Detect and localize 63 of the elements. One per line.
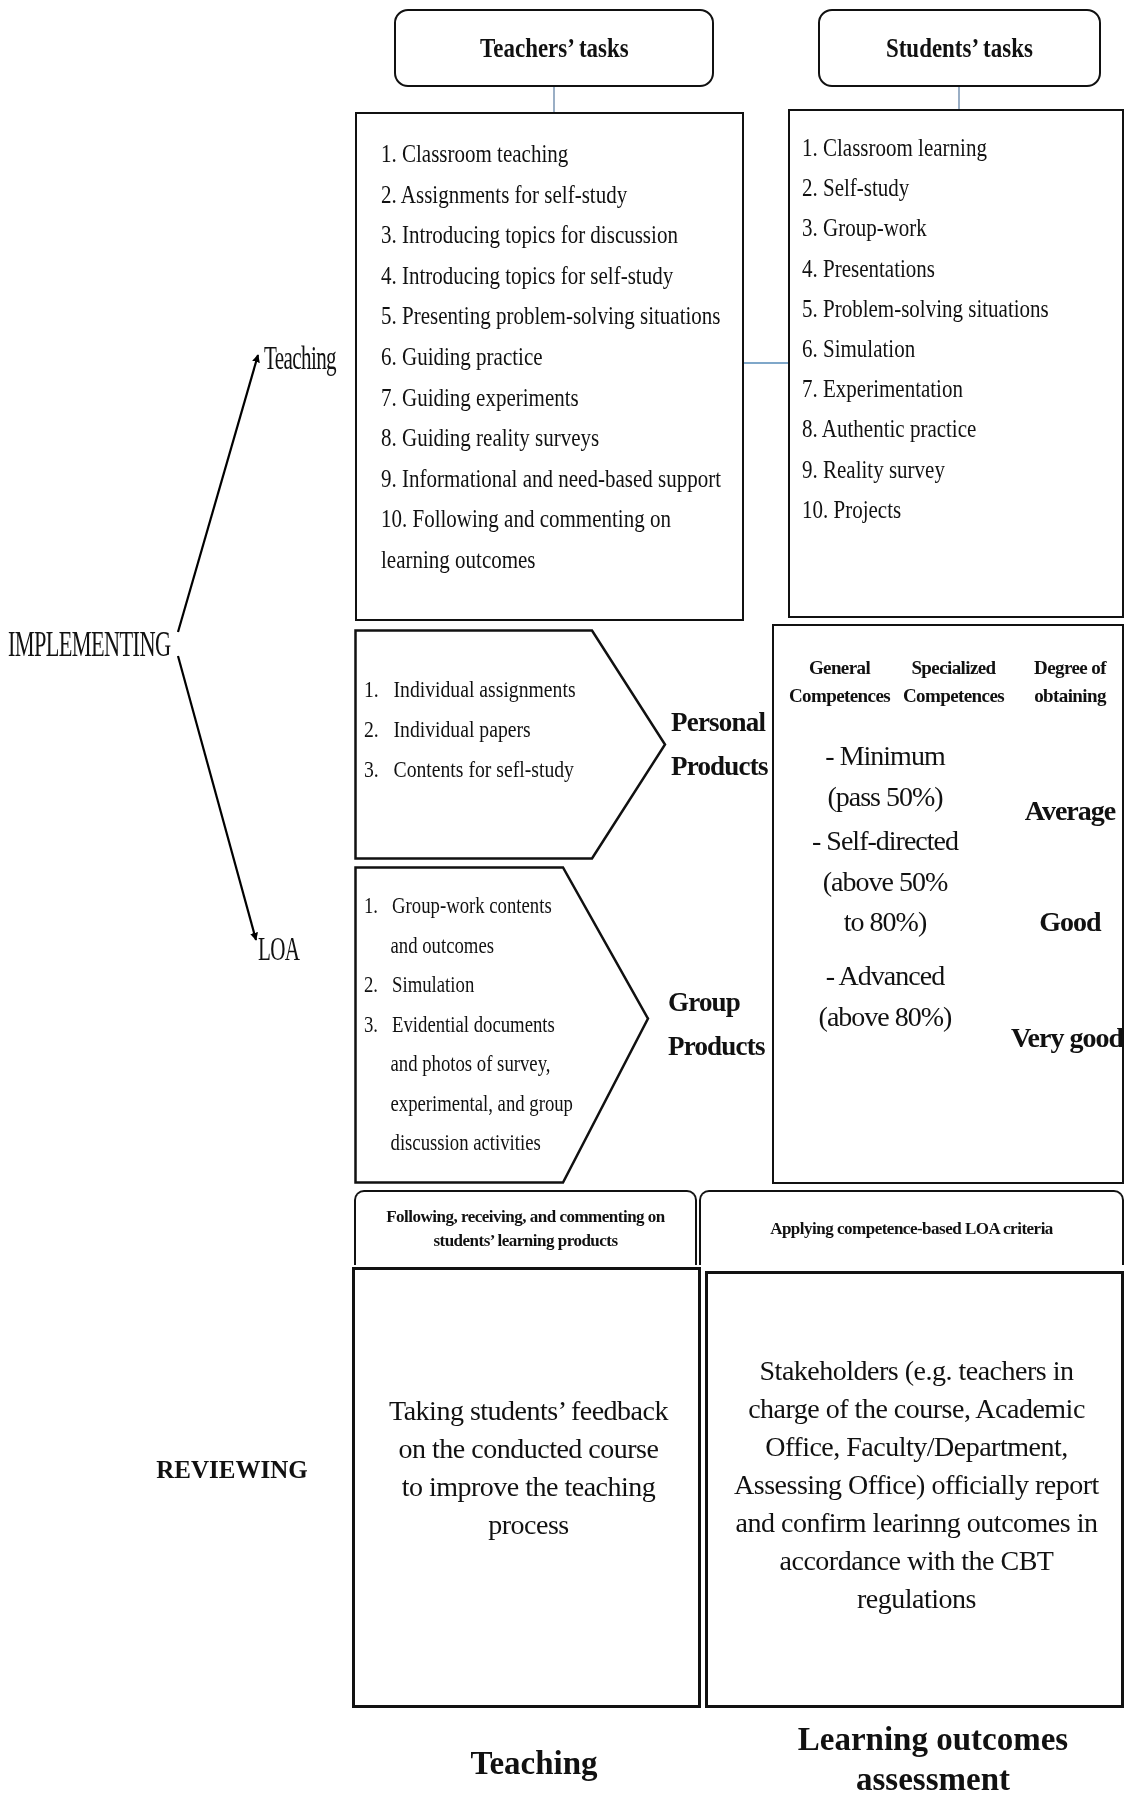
column-header: General Competences	[787, 656, 891, 708]
table-cell-text: - Advanced (above 80%)	[817, 959, 953, 1034]
header-title: Students’ tasks	[886, 32, 1033, 64]
list-item: 1. Group-work contents and outcomes	[364, 891, 553, 960]
step-box	[354, 1190, 697, 1265]
description-box	[352, 1267, 701, 1708]
list-item: 3. Introducing topics for discussion	[381, 220, 679, 251]
list-item: 6. Guiding practice	[381, 341, 544, 372]
section-label: LOA	[258, 924, 310, 974]
connector-line	[553, 86, 555, 113]
competence-table	[772, 624, 1124, 1184]
list-item: 2. Individual papers	[364, 715, 532, 744]
step-text: Applying competence-based LOA criteria	[769, 1217, 1054, 1240]
product-label: Personal Products	[671, 706, 769, 783]
arrow	[176, 655, 258, 941]
list-item: 8. Guiding reality surveys	[381, 423, 601, 454]
list-item: 3. Evidential documents and photos of survey, experimental, and group discussion activities	[364, 1009, 574, 1157]
arrow	[176, 354, 260, 633]
header-box	[818, 9, 1101, 87]
table-cell-text: Very good	[1009, 1021, 1125, 1055]
list-item: 1. Individual assignments	[364, 675, 577, 704]
list-item: 7. Guiding experiments	[381, 382, 580, 413]
product-label: Group Products	[668, 986, 766, 1063]
list-item: 2. Assignments for self-study	[381, 179, 629, 210]
list-item: 2. Simulation	[364, 970, 476, 999]
list-item: 5. Problem-solving situations	[802, 293, 1050, 324]
description-text: Taking students’ feedback on the conducted course to improve the teaching process	[388, 1393, 670, 1542]
column-label: Learning outcomes assessment	[796, 1720, 1070, 1799]
column-header: Degree of obtaining	[1033, 656, 1108, 708]
table-cell-text: Good	[1038, 905, 1103, 939]
list-item: 9. Informational and need-based support	[381, 463, 722, 494]
list-item: 9. Reality survey	[802, 454, 946, 485]
section-label: IMPLEMENTING	[8, 620, 172, 668]
table-cell-text: - Self-directed (above 50% to 80%)	[811, 824, 960, 940]
list-item: 3. Group-work	[802, 213, 928, 244]
table-cell-text: - Minimum (pass 50%)	[824, 739, 947, 814]
list-item: 10. Projects	[802, 494, 903, 525]
description-box	[705, 1271, 1124, 1708]
task-list-box	[788, 109, 1124, 618]
list-item: 7. Experimentation	[802, 374, 964, 405]
list-item: 4. Presentations	[802, 253, 936, 284]
step-box	[699, 1190, 1124, 1265]
description-text: Stakeholders (e.g. teachers in charge of the course, Academic Office, Faculty/Department, Assessing Office) officially report and confirm learinng outcomes in accordance with the CBT regulations	[734, 1353, 1099, 1616]
list-item: 1. Classroom learning	[802, 133, 988, 163]
list-item: 6. Simulation	[802, 334, 917, 364]
stage-label: REVIEWING	[155, 1455, 309, 1485]
list-item: 2. Self-study	[802, 173, 911, 204]
list-item: 5. Presenting problem-solving situations	[381, 301, 722, 332]
column-label: Teaching	[469, 1744, 599, 1783]
header-box	[394, 9, 714, 87]
step-text: Following, receiving, and commenting on students’ learning products	[385, 1205, 666, 1252]
list-item: 3. Contents for sefl-study	[364, 755, 575, 784]
list-item: 10. Following and commenting on learning outcomes	[381, 504, 672, 575]
task-list-box	[355, 112, 744, 621]
list-item: 4. Introducing topics for self-study	[381, 260, 675, 291]
list-item: 1. Classroom teaching	[381, 139, 570, 169]
column-header: Specialized Competences	[901, 656, 1005, 708]
section-label: Teaching	[264, 330, 348, 386]
connector-line	[958, 86, 960, 110]
connector-line	[743, 362, 789, 364]
list-item: 8. Authentic practice	[802, 414, 978, 445]
header-title: Teachers’ tasks	[479, 32, 629, 64]
table-cell-text: Average	[1023, 794, 1117, 828]
